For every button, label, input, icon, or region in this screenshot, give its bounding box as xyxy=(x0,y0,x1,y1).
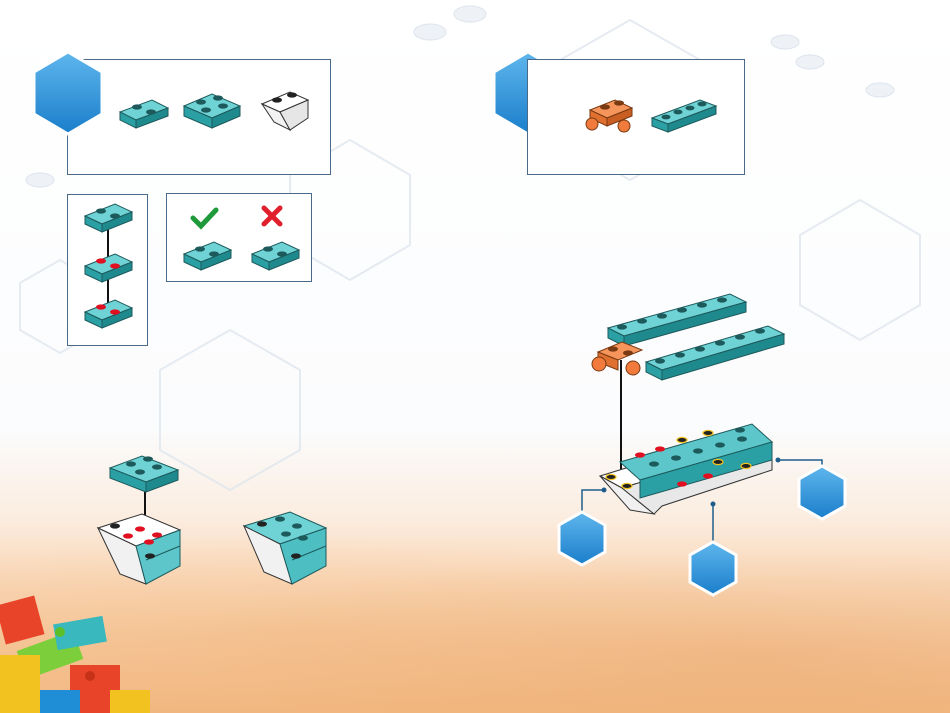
decorative-bricks xyxy=(0,0,950,713)
